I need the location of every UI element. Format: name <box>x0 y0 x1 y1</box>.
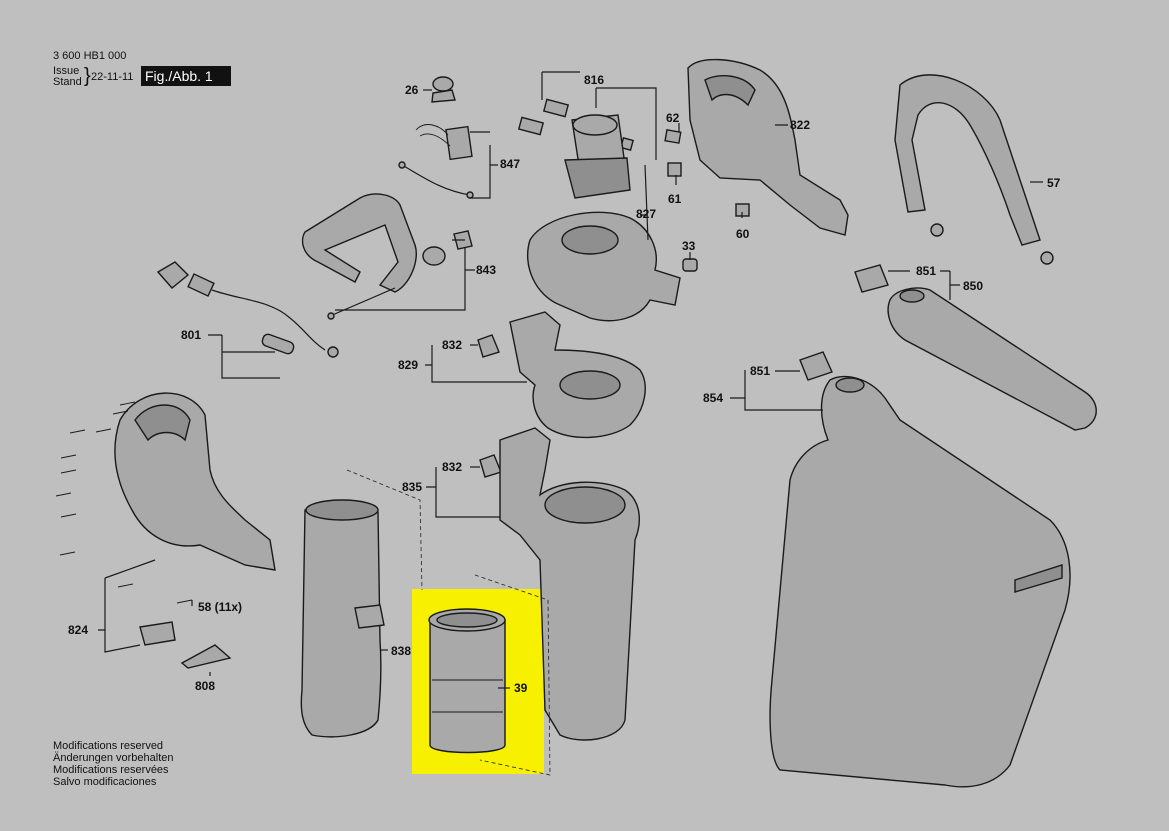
label-851-upper[interactable]: 851 <box>916 264 936 278</box>
part-835-tube[interactable] <box>499 427 641 741</box>
label-832-upper[interactable]: 832 <box>442 338 462 352</box>
stand-label: Stand <box>53 76 82 88</box>
guide-839 <box>346 469 551 776</box>
part-838-nozzle[interactable] <box>300 499 385 738</box>
part-61[interactable] <box>667 162 682 177</box>
label-851-lower[interactable]: 851 <box>750 364 770 378</box>
leader-lines <box>98 71 1043 689</box>
issue-label: Issue <box>53 65 80 77</box>
part-843-bracket[interactable] <box>301 193 473 320</box>
label-62[interactable]: 62 <box>666 111 680 125</box>
label-838[interactable]: 838 <box>391 644 411 658</box>
part-851-upper[interactable] <box>854 264 889 293</box>
label-850[interactable]: 850 <box>963 279 983 293</box>
modification-notes: Modifications reserved Änderungen vorbeh… <box>53 740 173 788</box>
part-832-lower[interactable] <box>479 454 502 478</box>
part-850-tube[interactable] <box>887 287 1097 431</box>
label-847[interactable]: 847 <box>500 157 520 171</box>
label-61[interactable]: 61 <box>668 192 682 206</box>
label-827[interactable]: 827 <box>636 207 656 221</box>
part-801-cord[interactable] <box>156 261 339 358</box>
part-832-upper[interactable] <box>477 334 500 358</box>
label-33[interactable]: 33 <box>682 239 696 253</box>
brace: } <box>84 65 91 87</box>
label-801[interactable]: 801 <box>181 328 201 342</box>
label-57[interactable]: 57 <box>1047 176 1061 190</box>
part-851-lower[interactable] <box>799 351 833 381</box>
label-26[interactable]: 26 <box>405 83 419 97</box>
label-58[interactable]: 58 (11x) <box>198 600 242 614</box>
label-832-lower[interactable]: 832 <box>442 460 462 474</box>
screws-58[interactable] <box>55 401 193 604</box>
doc-number: 3 600 HB1 000 <box>53 50 127 62</box>
label-824[interactable]: 824 <box>68 623 88 637</box>
note-es: Salvo modificaciones <box>53 776 157 788</box>
part-39-adapter[interactable] <box>428 608 506 754</box>
part-822-handle[interactable] <box>687 58 849 236</box>
part-816-motor[interactable] <box>517 98 634 199</box>
part-824-housing[interactable] <box>114 392 276 669</box>
label-835[interactable]: 835 <box>402 480 422 494</box>
part-847-switch[interactable] <box>398 124 474 199</box>
label-843[interactable]: 843 <box>476 263 496 277</box>
label-816[interactable]: 816 <box>584 73 604 87</box>
label-822[interactable]: 822 <box>790 118 810 132</box>
part-33[interactable] <box>682 258 698 272</box>
part-57-strap[interactable] <box>894 74 1054 265</box>
label-829[interactable]: 829 <box>398 358 418 372</box>
note-en: Modifications reserved <box>53 740 164 752</box>
label-39[interactable]: 39 <box>514 681 528 695</box>
label-808[interactable]: 808 <box>195 679 215 693</box>
part-829-lid[interactable] <box>509 311 646 439</box>
issue-date: 22-11-11 <box>91 71 134 83</box>
part-827-fan-housing[interactable] <box>526 211 681 322</box>
part-26-knob[interactable] <box>431 76 456 103</box>
label-854[interactable]: 854 <box>703 391 723 405</box>
label-60[interactable]: 60 <box>736 227 750 241</box>
note-fr: Modifications reservées <box>53 764 169 776</box>
part-62[interactable] <box>664 129 682 144</box>
figure-label: Fig./Abb. 1 <box>141 66 231 86</box>
part-854-bag[interactable] <box>769 375 1071 788</box>
note-de: Änderungen vorbehalten <box>53 752 174 764</box>
